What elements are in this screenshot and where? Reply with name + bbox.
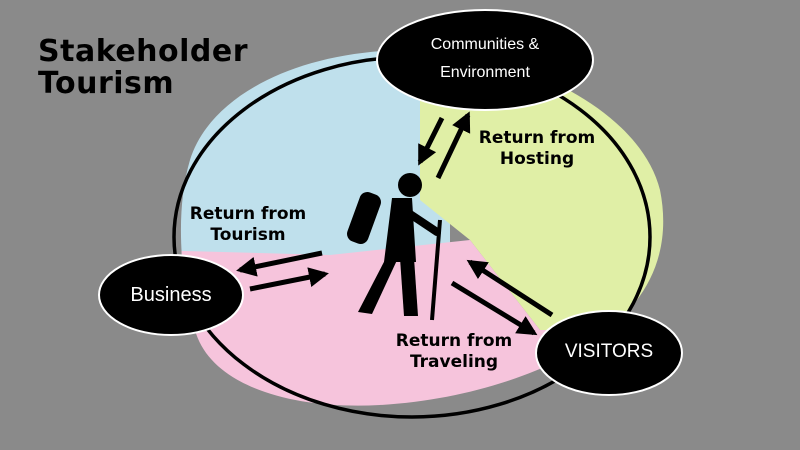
business-label: Business bbox=[130, 284, 212, 306]
traveling-label-line-2: Traveling bbox=[409, 352, 499, 372]
tourism-label-line-2: Tourism bbox=[210, 225, 286, 245]
title-line-2: Tourism bbox=[38, 66, 175, 101]
communities-node: Communities & Environment bbox=[400, 31, 570, 87]
arrow-business-to-traveler bbox=[249, 267, 329, 292]
arrow-communities-to-traveler bbox=[417, 116, 445, 166]
visitors-node-shape bbox=[535, 310, 683, 396]
business-node: Business bbox=[100, 282, 242, 308]
traveling-label-line-1: Return from bbox=[395, 331, 513, 351]
hosting-label-line-2: Hosting bbox=[499, 149, 575, 169]
flow-label-hosting: Return from Hosting bbox=[472, 128, 602, 170]
arrow-visitors-to-traveler bbox=[466, 259, 554, 318]
arrow-traveler-to-visitors bbox=[450, 280, 538, 336]
page-title: Stakeholder Tourism bbox=[38, 36, 248, 100]
flow-arrows bbox=[236, 111, 554, 336]
tourism-label-line-1: Return from bbox=[189, 204, 307, 224]
communities-node-shape bbox=[376, 9, 594, 111]
communities-label-line-1: Communities & bbox=[430, 36, 540, 53]
hiker-icon bbox=[347, 173, 442, 321]
visitors-node: VISITORS bbox=[537, 339, 681, 365]
title-line-1: Stakeholder bbox=[38, 34, 249, 69]
flow-label-tourism: Return from Tourism bbox=[178, 204, 318, 246]
flow-label-traveling: Return from Traveling bbox=[384, 331, 524, 373]
business-node-shape bbox=[98, 254, 244, 336]
visitors-label: VISITORS bbox=[564, 341, 654, 362]
hosting-label-line-1: Return from bbox=[478, 128, 596, 148]
communities-label-line-2: Environment bbox=[440, 64, 530, 81]
arrow-traveler-to-business bbox=[236, 250, 323, 277]
arrow-traveler-to-communities bbox=[435, 111, 471, 180]
